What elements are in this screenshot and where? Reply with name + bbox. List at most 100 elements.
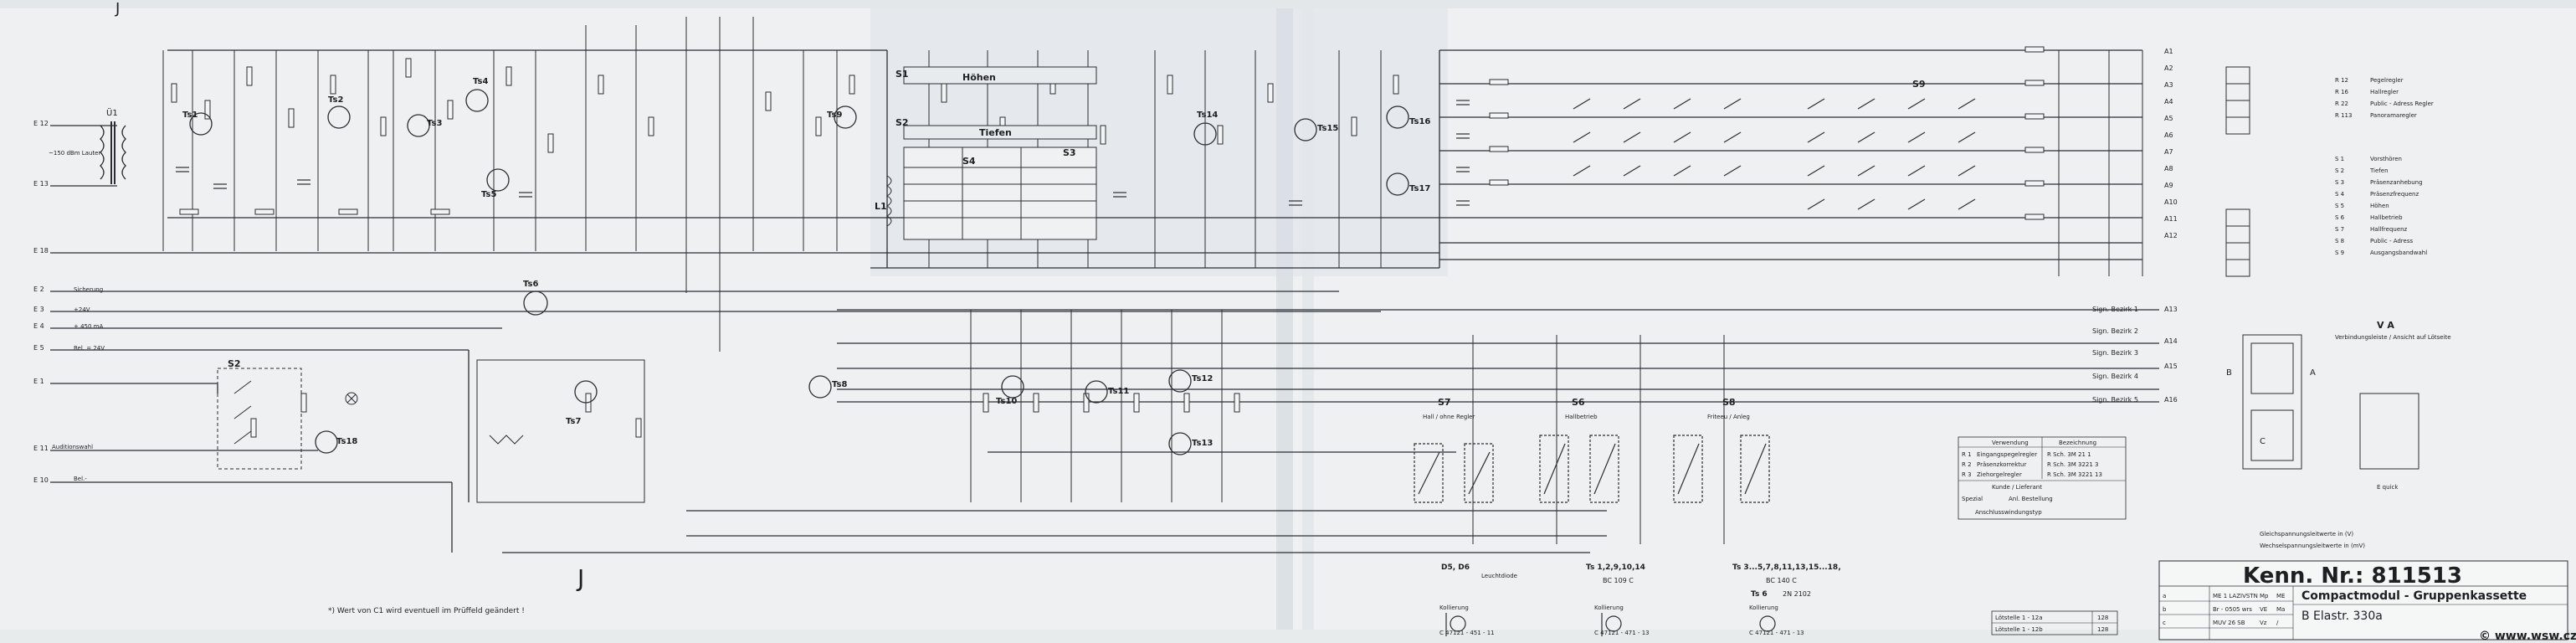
- svg-text:128: 128: [2097, 615, 2108, 621]
- svg-text:R 3: R 3: [1962, 471, 1972, 478]
- input-note: ~150 dBm Lauter: [49, 150, 100, 157]
- svg-text:Lötstelle 1 - 12b: Lötstelle 1 - 12b: [1995, 626, 2043, 633]
- svg-text:Verbindungsleiste / Ansicht au: Verbindungsleiste / Ansicht auf Lötseite: [2335, 334, 2451, 341]
- product-model: B Elastr. 330a: [2301, 610, 2383, 623]
- switch-block-s2: S2: [217, 358, 358, 470]
- svg-text:Kollierung: Kollierung: [1594, 604, 1624, 611]
- svg-text:A8: A8: [2164, 165, 2173, 172]
- svg-text:S 1: S 1: [2335, 156, 2344, 162]
- svg-text:Ts9: Ts9: [827, 111, 842, 120]
- input-label-e18: E 18: [33, 247, 49, 255]
- svg-text:A14: A14: [2164, 337, 2178, 345]
- svg-text:Lötstelle 1 - 12a: Lötstelle 1 - 12a: [1995, 615, 2043, 621]
- svg-text:A2: A2: [2164, 64, 2173, 72]
- svg-text:A16: A16: [2164, 396, 2178, 404]
- svg-text:R 12: R 12: [2335, 77, 2348, 84]
- svg-text:Wechselspannungsleitwerte in (: Wechselspannungsleitwerte in (mV): [2260, 543, 2365, 549]
- svg-text:A6: A6: [2164, 131, 2173, 139]
- transformer-u1: Ü1: [100, 107, 126, 184]
- svg-text:R 113: R 113: [2335, 112, 2352, 119]
- rail-note: Sicherung: [74, 286, 103, 293]
- svg-text:Verwendung: Verwendung: [1992, 440, 2029, 446]
- svg-text:Hallfrequenz: Hallfrequenz: [2370, 226, 2408, 233]
- svg-text:Eingangspegelregler: Eingangspegelregler: [1977, 451, 2037, 458]
- svg-text:Ts11: Ts11: [1108, 387, 1129, 396]
- svg-text:Ts8: Ts8: [832, 380, 847, 389]
- svg-text:S 9: S 9: [2335, 249, 2344, 256]
- input-label-e11: E 11: [33, 445, 49, 452]
- svg-text:Ü1: Ü1: [106, 107, 118, 118]
- input-label-e3: E 3: [33, 306, 44, 313]
- filter-block-s4-s3: [886, 66, 1097, 240]
- svg-text:R 16: R 16: [2335, 89, 2349, 95]
- svg-text:A4: A4: [2164, 98, 2173, 105]
- svg-text:R Sch. 3M 3221 3: R Sch. 3M 3221 3: [2047, 461, 2098, 468]
- svg-text:Ts 3...5,7,8,11,13,15...18,: Ts 3...5,7,8,11,13,15...18,: [1732, 563, 1841, 572]
- svg-text:Hallbetrieb: Hallbetrieb: [2370, 214, 2403, 221]
- rail-note: +24V: [74, 306, 90, 313]
- svg-text:L1: L1: [875, 201, 887, 212]
- svg-text:A10: A10: [2164, 198, 2178, 206]
- svg-text:A1: A1: [2164, 48, 2173, 55]
- svg-text:Sign. Bezirk 4: Sign. Bezirk 4: [2092, 373, 2138, 380]
- svg-text:Ausgangsbandwahl: Ausgangsbandwahl: [2370, 249, 2427, 256]
- svg-text:Sign. Bezirk 5: Sign. Bezirk 5: [2092, 396, 2138, 404]
- svg-text:Hallbetrieb: Hallbetrieb: [1565, 414, 1598, 420]
- svg-text:E quick: E quick: [2377, 484, 2399, 491]
- svg-text:S8: S8: [1722, 397, 1736, 408]
- svg-text:R 1: R 1: [1962, 451, 1972, 458]
- package-outlines: [1445, 613, 1776, 636]
- input-label-e5: E 5: [33, 344, 44, 352]
- watermark: © www.wsw.cz: [2479, 630, 2576, 643]
- svg-text:C 47121 - 471 - 13: C 47121 - 471 - 13: [1594, 630, 1650, 636]
- svg-text:Ts18: Ts18: [336, 437, 357, 446]
- switch-array-s9: [1573, 98, 1976, 210]
- svg-text:Leuchtdiode: Leuchtdiode: [1481, 573, 1517, 579]
- paper-fold: [1276, 0, 1293, 643]
- svg-text:Präsenzkorrektur: Präsenzkorrektur: [1977, 461, 2026, 468]
- svg-text:2N 2102: 2N 2102: [1783, 590, 1811, 598]
- svg-text:S 3: S 3: [2335, 179, 2344, 186]
- footnote: *) Wert von C1 wird eventuell im Prüffel…: [328, 607, 525, 615]
- svg-text:Vz: Vz: [2260, 620, 2267, 626]
- svg-text:S4: S4: [962, 156, 976, 167]
- svg-text:A12: A12: [2164, 232, 2178, 239]
- input-label-e2: E 2: [33, 285, 44, 293]
- svg-text:Public - Adress Regler: Public - Adress Regler: [2370, 100, 2434, 107]
- svg-text:S2: S2: [228, 358, 241, 369]
- svg-text:Gleichspannungsleitwerte in (V: Gleichspannungsleitwerte in (V): [2260, 531, 2353, 538]
- input-label-e10: E 10: [33, 476, 49, 484]
- svg-text:Ts4: Ts4: [473, 77, 488, 86]
- svg-text:Kollierung: Kollierung: [1749, 604, 1778, 611]
- svg-text:Ts15: Ts15: [1317, 124, 1338, 133]
- svg-text:C 47121 - 451 - 11: C 47121 - 451 - 11: [1439, 630, 1495, 636]
- svg-text:Ts12: Ts12: [1192, 374, 1213, 383]
- svg-text:S 8: S 8: [2335, 238, 2344, 244]
- svg-text:a: a: [2163, 593, 2166, 599]
- rail-note: Bel.-: [74, 476, 87, 482]
- svg-text:Ts5: Ts5: [481, 190, 496, 199]
- output-terminals: A1 A2 A3 A4 A5 A6 A7 A8 A9 A10 A11 A12 A…: [2164, 48, 2178, 404]
- svg-text:Hallregler: Hallregler: [2370, 89, 2399, 95]
- svg-text:Vorsthören: Vorsthören: [2370, 156, 2402, 162]
- svg-text:A11: A11: [2164, 215, 2178, 223]
- svg-text:Public - Adress: Public - Adress: [2370, 238, 2413, 244]
- svg-text:Ts6: Ts6: [523, 280, 538, 289]
- svg-text:Panoramaregler: Panoramaregler: [2370, 112, 2417, 119]
- input-label-e1: E 1: [33, 378, 44, 385]
- svg-text:R 2: R 2: [1962, 461, 1972, 468]
- transistor-labels: Ts1 Ts2 Ts3 Ts4 Ts5 Ts6 Ts7 Ts8 Ts9 Ts10…: [182, 77, 1430, 448]
- svg-text:VE: VE: [2260, 606, 2267, 613]
- svg-text:Präsenzfrequenz: Präsenzfrequenz: [2370, 191, 2419, 198]
- svg-text:Pegelregler: Pegelregler: [2370, 77, 2404, 84]
- svg-text:Sign. Bezirk 1: Sign. Bezirk 1: [2092, 306, 2138, 313]
- svg-text:Höhen: Höhen: [962, 72, 996, 83]
- wiring-top: [50, 49, 2159, 553]
- svg-text:A13: A13: [2164, 306, 2178, 313]
- transistors: [189, 89, 1409, 455]
- svg-text:S 7: S 7: [2335, 226, 2344, 233]
- svg-text:A9: A9: [2164, 182, 2173, 189]
- stage-sublabels: Hall / ohne Regler Hallbetrieb Friteeu /…: [1423, 414, 1750, 420]
